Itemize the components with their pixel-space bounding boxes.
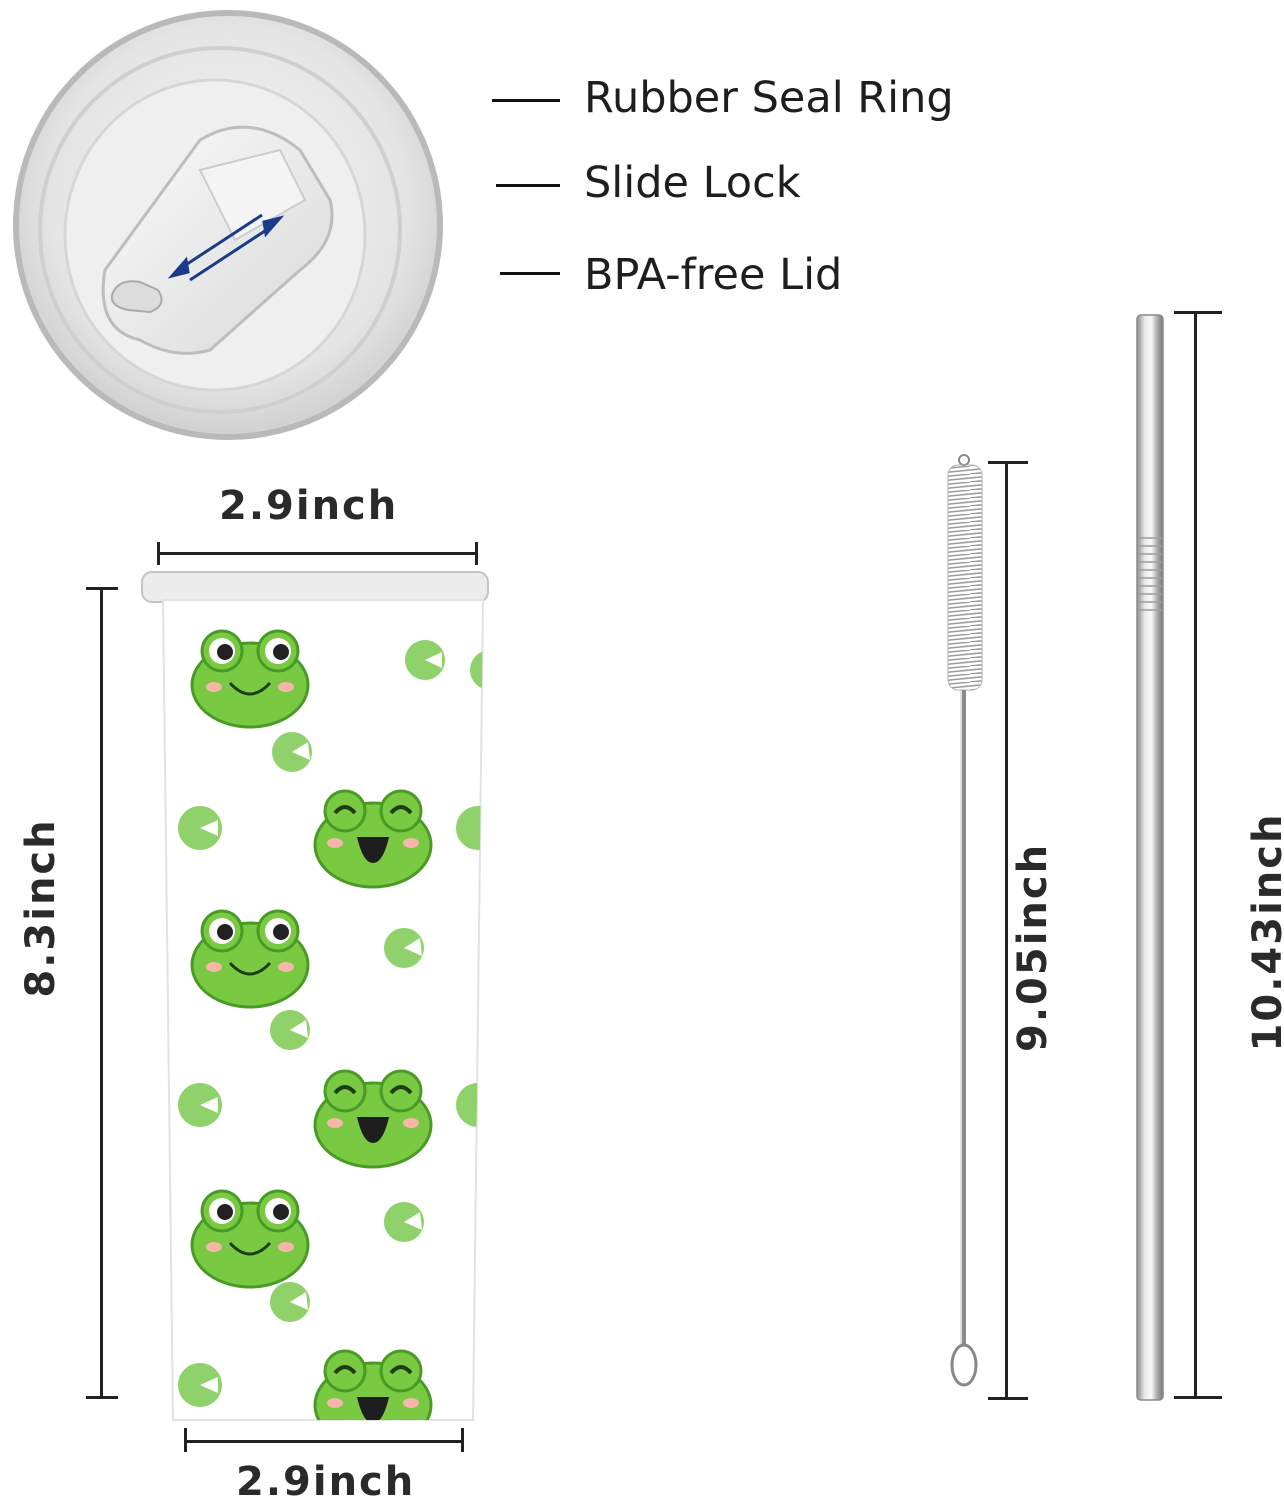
callout-line-bpa-free-lid — [500, 272, 560, 275]
tumbler-top-width-line — [158, 552, 478, 555]
callout-rubber-seal-ring: Rubber Seal Ring — [584, 73, 954, 123]
tumbler-illustration — [141, 571, 489, 1421]
double-arrow-icon — [167, 213, 285, 282]
straw-tube — [1136, 314, 1164, 1401]
tumbler-height-line — [100, 588, 103, 1398]
drink-hole — [110, 280, 163, 314]
tumbler-top-width-cap-right — [475, 542, 478, 565]
callout-bpa-free-lid: BPA-free Lid — [584, 250, 843, 300]
brush-length-cap-bottom — [988, 1397, 1028, 1400]
lid-illustration — [13, 10, 443, 440]
laughing-frog-face-icon — [313, 1069, 433, 1169]
tumbler-bottom-width-line — [185, 1440, 463, 1443]
tumbler-top-width-label: 2.9inch — [219, 483, 399, 529]
straw-length-cap-bottom — [1174, 1396, 1222, 1399]
tumbler-bottom-width-label: 2.9inch — [236, 1459, 416, 1505]
tumbler-height-cap-bottom — [86, 1396, 118, 1399]
slide-lock-tab — [198, 148, 307, 242]
frog-face-icon — [190, 1189, 310, 1289]
tumbler-top-width-cap-left — [157, 542, 160, 565]
straw-silicone-tip — [1138, 537, 1162, 611]
brush-loop — [950, 1343, 978, 1387]
brush-length-line — [1005, 462, 1008, 1400]
tumbler-bottom-width-cap-left — [184, 1428, 187, 1452]
callout-line-slide-lock — [496, 184, 560, 187]
brush-length-label: 9.05inch — [1010, 842, 1056, 1052]
cleaning-brush-illustration — [947, 454, 983, 1387]
metal-straw-illustration — [1136, 314, 1164, 1401]
straw-length-line — [1194, 312, 1197, 1398]
frog-face-icon — [190, 629, 310, 729]
frog-face-icon — [190, 909, 310, 1009]
callout-slide-lock: Slide Lock — [584, 158, 801, 208]
callout-line-seal-ring — [492, 99, 560, 102]
tumbler-bottom-width-cap-right — [461, 1428, 464, 1452]
laughing-frog-face-icon — [313, 1349, 433, 1420]
straw-length-label: 10.43inch — [1245, 812, 1284, 1052]
tumbler-body — [161, 599, 485, 1421]
brush-length-cap-top — [988, 461, 1028, 464]
tumbler-lid — [141, 571, 489, 603]
laughing-frog-face-icon — [313, 789, 433, 889]
tumbler-height-label: 8.3inch — [18, 818, 64, 998]
lid-inner-rim — [38, 46, 402, 414]
brush-bristles — [947, 464, 983, 691]
straw-length-cap-top — [1174, 311, 1222, 314]
tumbler-height-cap-top — [86, 587, 118, 590]
